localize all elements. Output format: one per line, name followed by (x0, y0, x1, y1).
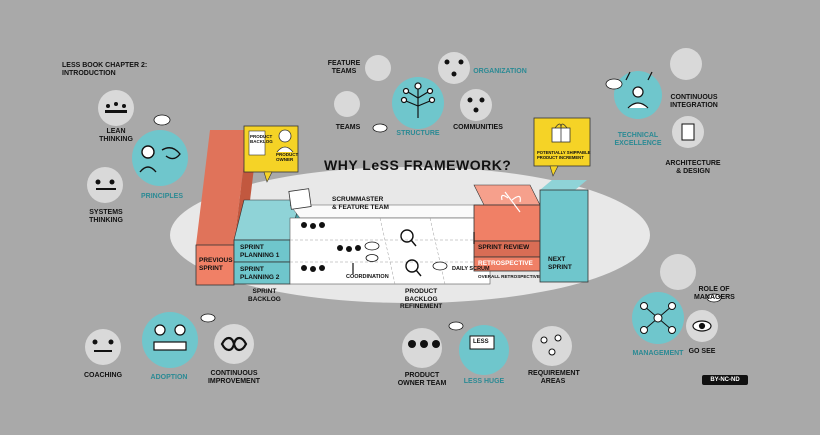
communities-label: COMMUNITIES (453, 124, 503, 131)
scrummaster-label: SCRUMMASTER& FEATURE TEAM (332, 196, 389, 211)
next-sprint-block (539, 180, 589, 283)
page-title: WHY LeSS FRAMEWORK? (324, 157, 512, 173)
less-huge-label: LeSS HUGE (463, 378, 505, 385)
systems-thinking-icon (87, 167, 123, 203)
ellipsis-icon (448, 321, 464, 331)
product-owner-note (243, 125, 299, 183)
increment-note (533, 117, 591, 177)
juggler-figure (625, 71, 653, 109)
sprint-review-label: SPRINT REVIEW (478, 244, 530, 251)
coaching-figures (92, 339, 114, 352)
principles-figure (139, 145, 181, 173)
ellipsis-icon (706, 293, 722, 303)
less-huge-icon (459, 325, 509, 375)
organization-icon (438, 52, 470, 84)
book-line-2: INTRODUCTION (62, 70, 116, 77)
license-badge[interactable]: BY-NC-ND (702, 375, 748, 385)
eye-figure (692, 320, 712, 332)
tree-figure (400, 82, 436, 118)
adoption-label: ADOPTION (150, 374, 188, 381)
sprint-lane (289, 204, 491, 285)
speech-bubble-icon (364, 241, 448, 271)
less-huge-sign (469, 335, 495, 350)
team-figures (301, 222, 361, 272)
po-team-icon (402, 328, 442, 368)
phone-figure (681, 123, 695, 141)
role-of-managers-icon (660, 254, 696, 290)
arrow-icon (352, 232, 475, 274)
magnifier-icon (400, 229, 422, 277)
requirement-areas-figures (540, 334, 562, 356)
book-line-1: LeSS BOOK CHAPTER 2: (62, 62, 148, 69)
less-huge-sign-text: LeSS (473, 339, 489, 345)
management-network (640, 302, 676, 334)
go-see-label: GO SEE (688, 348, 716, 355)
community-network (467, 97, 485, 113)
teams-label: TEAMS (335, 124, 361, 131)
principles-icon (132, 130, 188, 186)
ellipsis-icon (372, 123, 388, 133)
book-reference: LeSS BOOK CHAPTER 2: INTRODUCTION (62, 62, 147, 78)
continuous-integration-icon (670, 48, 702, 80)
adoption-figures (153, 324, 187, 351)
teams-icon (334, 91, 360, 117)
organization-label: ORGANIZATION (473, 68, 527, 75)
management-label: MANAGEMENT (632, 350, 684, 357)
structure-label: STRUCTURE (396, 130, 440, 137)
ellipsis-icon (605, 78, 623, 90)
ellipsis-icon (200, 313, 216, 323)
lean-figures (105, 102, 127, 113)
ellipsis-icon (153, 114, 171, 126)
sprint-backlog-note (288, 188, 312, 210)
dragonfly-icon (501, 191, 521, 213)
systems-figures (95, 179, 116, 190)
po-team-figures (408, 340, 440, 348)
adoption-icon (142, 312, 198, 368)
feature-teams-icon (365, 55, 391, 81)
principles-label: PRINCIPLES (140, 193, 183, 200)
coordination-label: COORDINATION (346, 274, 389, 280)
org-network (444, 59, 464, 77)
coaching-icon (85, 329, 121, 365)
lean-thinking-icon (98, 90, 134, 126)
daily-scrum-label: DAILY SCRUM (452, 266, 490, 272)
requirement-areas-icon (532, 326, 572, 366)
architecture-label: ARCHITECTURE& DESIGN (665, 160, 721, 175)
retrospective-label: RETROSPECTIVE (478, 260, 533, 267)
communities-icon (460, 89, 492, 121)
infinity-symbol (220, 336, 248, 352)
overall-retrospective-label: OVERALL RETROSPECTIVE (478, 274, 540, 279)
coaching-label: COACHING (83, 372, 123, 379)
